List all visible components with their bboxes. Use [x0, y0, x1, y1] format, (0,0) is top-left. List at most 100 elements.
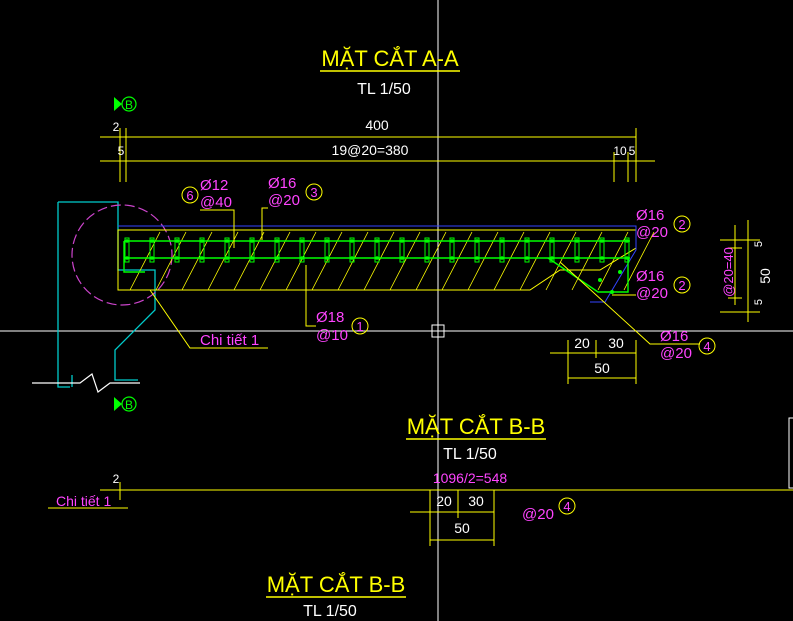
rebar-2b-id: 2 [678, 278, 685, 293]
dim-right-small: 10 [613, 144, 627, 158]
rebar-dot-bottom [600, 256, 604, 260]
dim-bottom-50: 50 [594, 360, 610, 376]
rebar-dot-bottom [325, 256, 329, 260]
section-aa-title: MẶT CẮT A-A [321, 46, 459, 71]
rebar-6-label: 6 Ø12 @40 [181, 177, 235, 248]
dim-bottom-30: 30 [608, 335, 624, 351]
rebar-dot-bottom [375, 256, 379, 260]
rebar-dot-top [500, 239, 504, 243]
rebar-dot-bottom [475, 256, 479, 260]
rebar-dot-top [375, 239, 379, 243]
rebar-dot-bottom [125, 256, 129, 260]
rebar-stirrup [249, 237, 255, 263]
rebar-stirrup [499, 237, 505, 263]
rebar-2a-dia: Ø16 [636, 207, 664, 224]
rebar-1-dia: Ø18 [316, 309, 344, 326]
detail-label-group: Chi tiết 1 [149, 289, 268, 349]
dim-left-small-top: 2 [113, 120, 120, 134]
rebar-dot-top [350, 239, 354, 243]
dim-vertical-total: 50 [757, 268, 773, 284]
rebar-dot-top [450, 239, 454, 243]
dim-vertical-small-bottom: 5 [753, 299, 765, 305]
section-bb-scale: TL 1/50 [443, 446, 497, 463]
rebar-4-dia: Ø16 [660, 328, 688, 345]
rebar-dot-bottom [175, 256, 179, 260]
rebar-stirrup [374, 237, 380, 263]
rebar-dot-top [525, 239, 529, 243]
dimension-lower [100, 482, 793, 546]
rebar-dot-top [250, 239, 254, 243]
section-bb-lower-scale: TL 1/50 [303, 603, 357, 620]
section-marker-top: B [114, 96, 137, 112]
rebar-stirrup [199, 237, 205, 263]
rebar-dot-top [275, 239, 279, 243]
rebar-stirrup [574, 237, 580, 263]
rebar-dot-top [225, 239, 229, 243]
rebar-dot-bottom [525, 256, 529, 260]
rebar-dot-top [425, 239, 429, 243]
hatch-line [623, 231, 655, 291]
dim-lower-left: 2 [113, 472, 120, 486]
rebar-stirrup [274, 237, 280, 263]
rebar-mesh [123, 237, 630, 294]
section-aa-scale: TL 1/50 [357, 81, 411, 98]
rebar-dot-top [125, 239, 129, 243]
rebar-stirrup [174, 237, 180, 263]
dim-lower-30: 30 [468, 493, 484, 509]
section-bb-lower-title: MẶT CẮT B-B [267, 572, 406, 597]
rebar-stirrup [624, 237, 630, 263]
rebar-4-lower-spacing: @20 [522, 506, 554, 523]
rebar-dot-bottom [250, 256, 254, 260]
rebar-4-lower-id: 4 [563, 499, 570, 514]
rebar-dot-top [625, 239, 629, 243]
slab-hatch [117, 229, 637, 291]
rebar-stirrup [599, 237, 605, 263]
dim-lower-spacing: 1096/2=548 [433, 470, 508, 486]
dim-vertical-spacing: @20=40 [721, 247, 736, 297]
dim-total-length: 400 [365, 117, 389, 133]
dim-spacing: 19@20=380 [332, 142, 409, 158]
rebar-dot-bottom [425, 256, 429, 260]
rebar-dot-top [175, 239, 179, 243]
rebar-dot-bent [598, 278, 602, 282]
rebar-dot-bottom [300, 256, 304, 260]
rebar-3-id: 3 [310, 185, 317, 200]
rebar-dot-top [550, 239, 554, 243]
rebar-stirrup [524, 237, 530, 263]
rebar-2a-spacing: @20 [636, 224, 668, 241]
rebar-3-dia: Ø16 [268, 175, 296, 192]
rebar-dot-top [300, 239, 304, 243]
rebar-dot-bottom [625, 256, 629, 260]
rebar-1-spacing: @10 [316, 327, 348, 344]
rebar-2b-spacing: @20 [636, 285, 668, 302]
dim-lower-20: 20 [436, 493, 452, 509]
rebar-3-spacing: @20 [268, 192, 300, 209]
rebar-2b-label: Ø16 @20 2 [612, 268, 691, 302]
detail-circle [71, 204, 173, 306]
rebar-3-label: Ø16 @20 3 [261, 175, 323, 240]
break-line [32, 373, 140, 393]
dim-right-small-b: 5 [629, 144, 636, 158]
rebar-dot-top [475, 239, 479, 243]
rebar-dot-bottom [500, 256, 504, 260]
section-marker-bottom-label: B [125, 398, 133, 412]
rebar-stirrup [424, 237, 430, 263]
rebar-dot-top [400, 239, 404, 243]
dimension-bottom [550, 340, 637, 384]
rebar-dot-top [600, 239, 604, 243]
rebar-dot-bottom [550, 256, 554, 260]
rebar-stirrup [299, 237, 305, 263]
rebar-stirrup [399, 237, 405, 263]
edge-bracket-right [788, 417, 793, 489]
dimension-top [100, 128, 655, 182]
dimension-vertical-right [720, 220, 760, 322]
rebar-2a-label: Ø16 @20 2 [636, 207, 691, 241]
rebar-dot-bent [618, 270, 622, 274]
rebar-stirrup [474, 237, 480, 263]
rebar-stirrup [224, 237, 230, 263]
rebar-dot-bottom [150, 256, 154, 260]
dim-bottom-20: 20 [574, 335, 590, 351]
rebar-dot-bottom [575, 256, 579, 260]
crosshair-pickbox[interactable] [431, 324, 445, 338]
rebar-dot-top [575, 239, 579, 243]
